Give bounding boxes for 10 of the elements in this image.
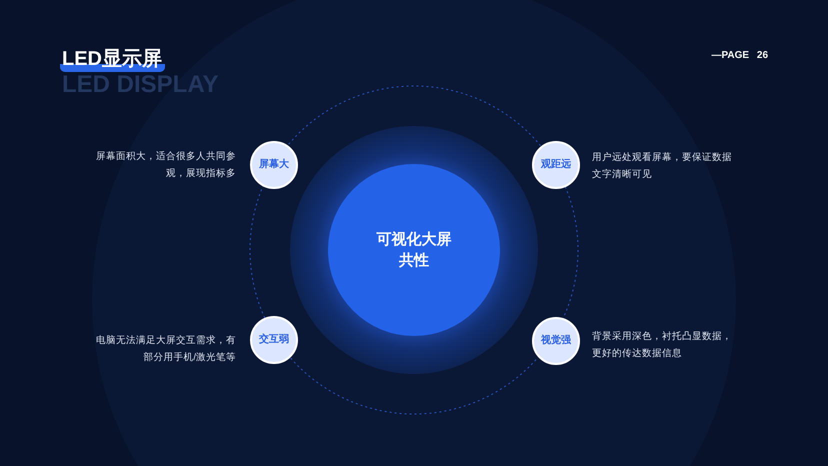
node-label: 交互弱 <box>259 334 289 346</box>
node-label: 屏幕大 <box>259 159 289 171</box>
page-number: —PAGE 26 <box>712 49 768 63</box>
description-text: 用户远处观看屏幕，要保证数据文字清晰可见 <box>592 151 732 182</box>
node-label: 视觉强 <box>541 335 571 347</box>
node-label: 观距远 <box>541 159 571 171</box>
description-text: 背景采用深色，衬托凸显数据，更好的传达数据信息 <box>592 330 732 361</box>
node-label: 可视化大屏共性 <box>376 230 452 271</box>
description-text: 屏幕面积大，适合很多人共同参观，展现指标多 <box>96 150 236 181</box>
description-text: 电脑无法满足大屏交互需求，有部分用手机/激光笔等 <box>96 334 236 365</box>
